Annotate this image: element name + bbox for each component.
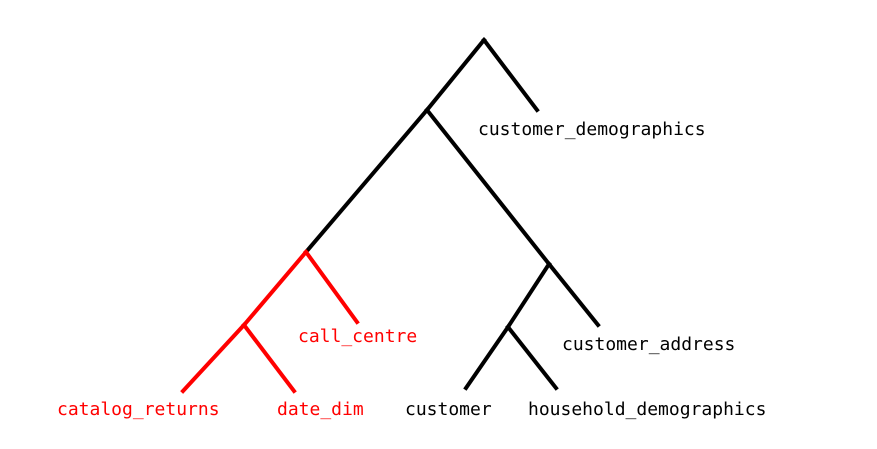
edge-join-household-demographics: [505, 324, 559, 391]
label-customer: customer: [405, 399, 492, 420]
label-date-dim: date_dim: [277, 399, 364, 420]
edge-red-join-date-dim: [241, 322, 297, 394]
label-household-demographics: household_demographics: [528, 399, 766, 420]
edge-root-customer-demographics: [481, 37, 540, 113]
edge-root-left: [424, 37, 487, 113]
label-call-centre: call_centre: [298, 326, 417, 347]
edge-join-red-subtree: [303, 107, 430, 255]
edge-red-join-call-centre: [303, 249, 360, 325]
edge-join-right-subtree: [424, 107, 552, 267]
label-customer-demographics: customer_demographics: [478, 119, 706, 140]
edge-join-customer-address: [546, 261, 601, 328]
label-customer-address: customer_address: [562, 334, 735, 355]
edge-join-customer: [463, 324, 511, 391]
edge-red-join-catalog-returns: [180, 322, 247, 394]
label-catalog-returns: catalog_returns: [57, 399, 220, 420]
edge-red-join-catalog-join: [241, 249, 309, 328]
edge-join-customer-join: [505, 261, 552, 330]
